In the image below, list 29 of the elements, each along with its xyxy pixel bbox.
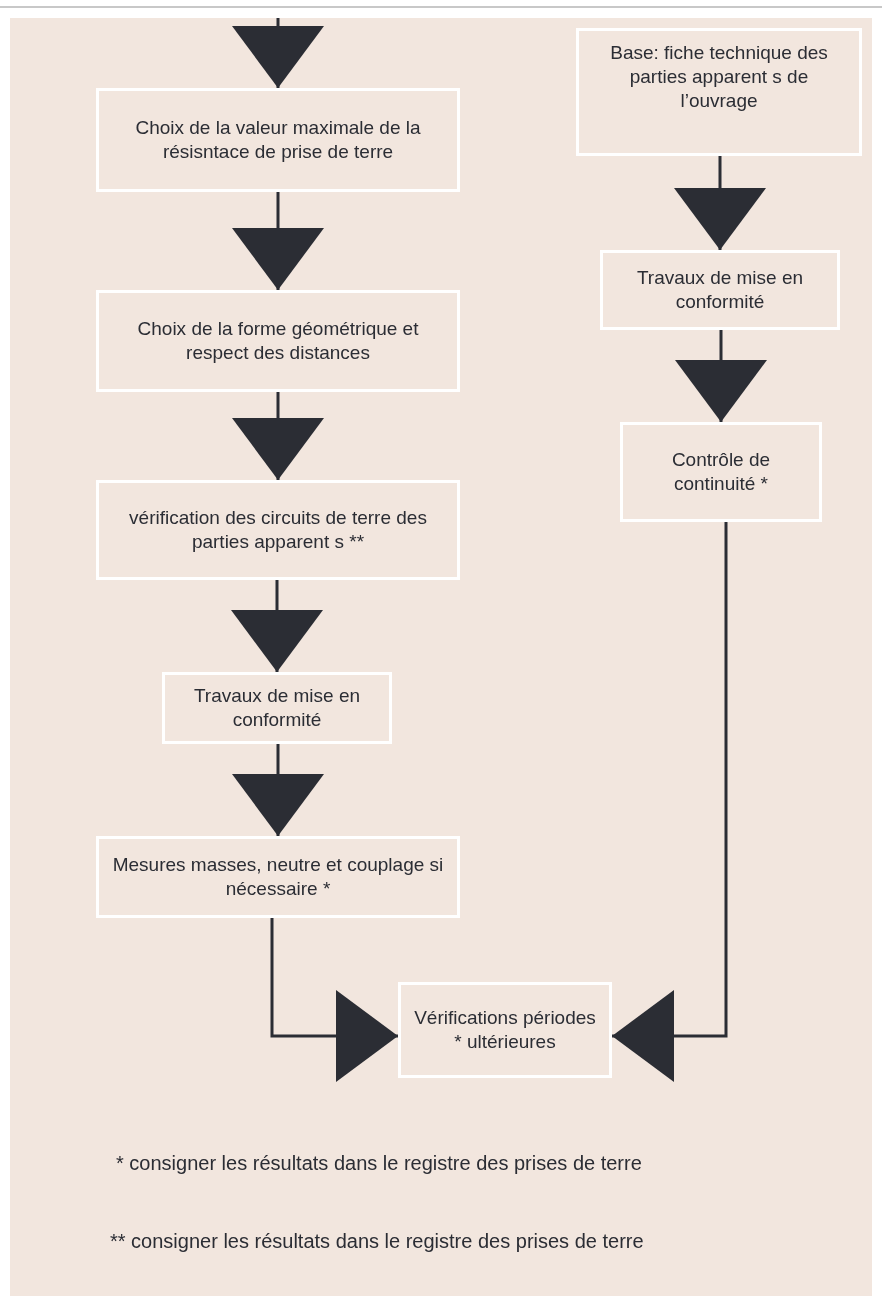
arrow [232,744,324,836]
process-box [96,88,460,192]
step-text: Travaux de mise en conformité [635,266,805,314]
arrow [232,392,324,480]
process-box [162,672,392,744]
process-box [96,836,460,918]
process-box [600,250,840,330]
process-box [620,422,822,522]
step-text: Mesures masses, neutre et couplage si nécessaire * [111,853,445,901]
step-text: Contrôle de continuité * [670,448,772,496]
step-text: Vérifications périodes * ultérieures [413,1006,597,1054]
process-box [96,480,460,580]
arrow [675,330,767,422]
footnote: * consigner les résultats dans le registre des prises de terre [115,1151,643,1176]
arrow [231,580,323,672]
process-box [576,28,862,156]
step-text: Choix de la forme géométrique et respect des distances [136,317,420,365]
step-text: vérification des circuits de terre des parties apparent s ** [128,506,428,554]
step-text: Choix de la valeur maximale de la résisntace de prise de terre [134,116,422,164]
arrow [232,192,324,290]
arrow [674,156,766,250]
arrow [270,918,398,1082]
step-text: Travaux de mise en conformité [192,684,362,732]
footnote: ** consigner les résultats dans le registre des prises de terre [109,1229,645,1254]
arrow [232,18,324,88]
process-box [96,290,460,392]
arrow [612,522,728,1082]
process-box [398,982,612,1078]
step-text: Base: fiche technique des parties apparent s de l’ouvrage [609,41,829,113]
